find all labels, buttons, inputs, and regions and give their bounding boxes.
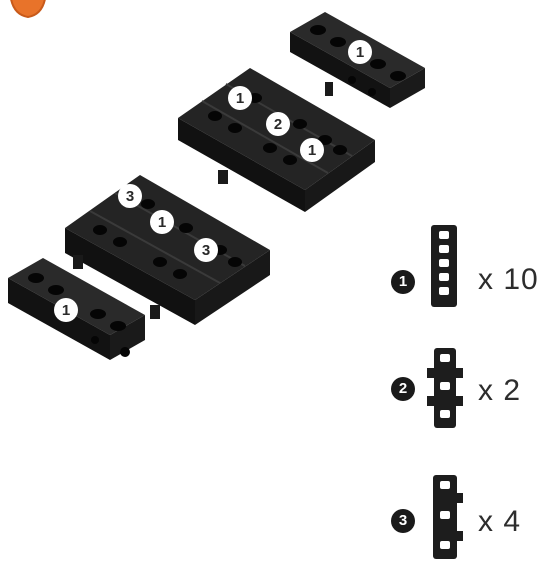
beam-group-upper — [178, 68, 375, 212]
piece-number-label: 1 — [348, 40, 372, 64]
parts-list-item: 1 x 10 — [385, 215, 545, 310]
piece-number-label: 1 — [228, 86, 252, 110]
part-quantity: x 10 — [478, 263, 539, 297]
side-peg-beam-icon — [427, 473, 465, 561]
piece-number-text: 1 — [62, 302, 70, 319]
part-number-badge: 1 — [391, 270, 415, 294]
piece-number-text: 1 — [356, 44, 364, 61]
piece-number-text: 1 — [308, 142, 316, 159]
parts-list-item: 3 x 4 — [385, 467, 545, 562]
piece-number-text: 3 — [202, 242, 210, 259]
cross-beam-icon — [425, 346, 465, 430]
part-quantity: x 4 — [478, 505, 521, 539]
piece-number-label: 3 — [194, 238, 218, 262]
piece-number-label: 3 — [118, 184, 142, 208]
piece-number-label: 2 — [266, 112, 290, 136]
part-quantity: x 2 — [478, 374, 521, 408]
parts-list-item: 2 x 2 — [385, 340, 545, 435]
piece-number-label: 1 — [150, 210, 174, 234]
parts-list: 1 x 10 2 — [385, 215, 545, 560]
long-beam-icon — [427, 223, 461, 309]
piece-number-label: 1 — [54, 298, 78, 322]
part-number-badge: 2 — [391, 377, 415, 401]
part-number-badge: 3 — [391, 509, 415, 533]
piece-number-text: 1 — [236, 90, 244, 107]
piece-number-label: 1 — [300, 138, 324, 162]
piece-number-text: 2 — [274, 116, 282, 133]
piece-number-text: 3 — [126, 188, 134, 205]
piece-number-text: 1 — [158, 214, 166, 231]
